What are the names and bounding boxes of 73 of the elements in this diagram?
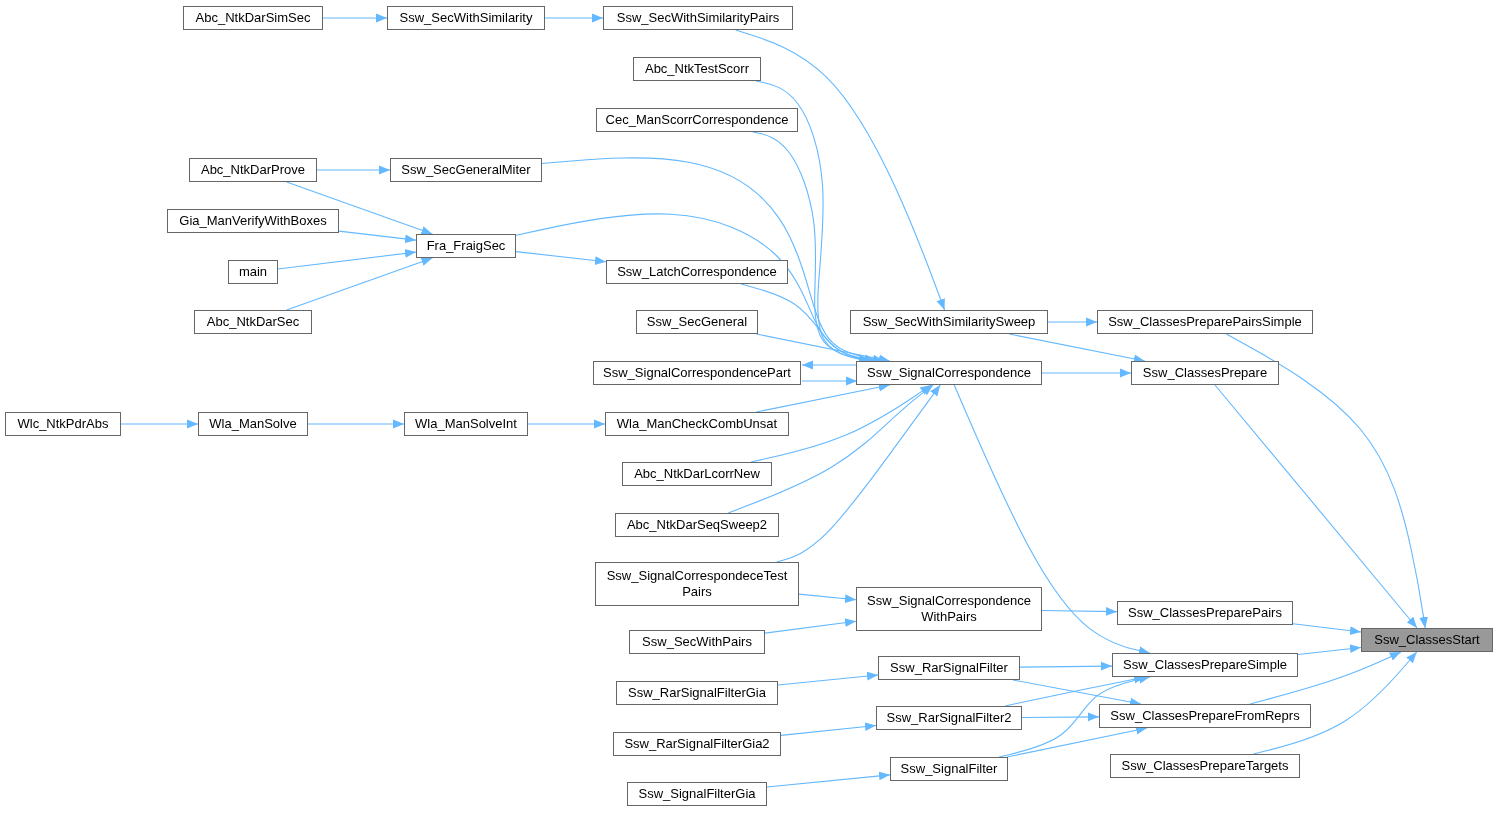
- function-box: Ssw_RarSignalFilterGia2: [613, 732, 781, 756]
- function-box: main: [228, 260, 278, 284]
- function-box: Ssw_SecGeneralMiter: [390, 158, 542, 182]
- function-box: Ssw_SignalCorrespondencePart: [593, 361, 801, 385]
- function-box: Abc_NtkDarProve: [189, 158, 317, 182]
- function-box: Ssw_RarSignalFilter2: [876, 706, 1022, 730]
- arrow: [1225, 333, 1428, 629]
- function-box: Abc_NtkDarLcorrNew: [622, 462, 772, 486]
- function-box: Ssw_SignalCorrespondence WithPairs: [856, 587, 1042, 631]
- function-box: Fra_FraigSec: [416, 234, 516, 258]
- function-box: Wla_ManCheckCombUnsat: [605, 412, 789, 436]
- function-box: Ssw_SecWithSimilaritySweep: [850, 310, 1048, 334]
- function-box: Cec_ManScorrCorrespondence: [596, 108, 798, 132]
- arrow: [777, 671, 879, 686]
- arrow: [798, 593, 857, 604]
- function-box: Ssw_SecWithPairs: [629, 630, 765, 654]
- arrow: [766, 771, 891, 788]
- function-box: Ssw_ClassesPreparePairsSimple: [1097, 310, 1313, 334]
- function-box: Ssw_SignalFilter: [890, 757, 1008, 781]
- highlighted-function-box: Ssw_ClassesStart: [1361, 628, 1493, 652]
- function-box: Ssw_SecWithSimilarity: [387, 6, 545, 30]
- arrow: [776, 384, 941, 563]
- arrow: [735, 29, 946, 311]
- arrow: [1041, 368, 1132, 378]
- arrow: [998, 675, 1151, 758]
- arrow: [953, 384, 1151, 655]
- arrow: [780, 722, 877, 736]
- arrow: [307, 419, 405, 429]
- arrow: [727, 384, 934, 514]
- function-box: Ssw_SecGeneral: [636, 310, 758, 334]
- function-box: Abc_NtkTestScorr: [633, 57, 761, 81]
- function-box: Ssw_ClassesPrepareFromReprs: [1099, 704, 1311, 728]
- arrow: [801, 360, 858, 370]
- arrow: [1249, 651, 1402, 705]
- arrow: [515, 251, 607, 265]
- function-box: Abc_NtkDarSeqSweep2: [615, 513, 779, 537]
- arrow: [322, 13, 388, 23]
- function-box: Ssw_SignalCorrespondeceTest Pairs: [595, 562, 799, 606]
- function-box: Ssw_ClassesPrepareSimple: [1112, 653, 1298, 677]
- function-box: Wla_ManSolve: [198, 412, 308, 436]
- arrow: [1297, 644, 1362, 656]
- function-box: Gia_ManVerifyWithBoxes: [167, 209, 339, 233]
- function-box: Ssw_ClassesPrepare: [1131, 361, 1279, 385]
- function-box: Ssw_LatchCorrespondence: [606, 260, 788, 284]
- arrow: [764, 618, 857, 634]
- arrow: [1252, 651, 1418, 755]
- function-box: Wla_ManSolveInt: [404, 412, 528, 436]
- function-box: Abc_NtkDarSimSec: [183, 6, 323, 30]
- arrow: [120, 419, 199, 429]
- arrow: [316, 165, 391, 175]
- arrow: [750, 384, 932, 463]
- arrow: [1047, 317, 1098, 327]
- arrow: [1041, 607, 1118, 616]
- arrow: [527, 419, 606, 429]
- arrow: [1021, 712, 1100, 722]
- function-box: Ssw_SignalCorrespondence: [856, 361, 1042, 385]
- arrow: [544, 13, 604, 23]
- function-box: Ssw_ClassesPreparePairs: [1117, 601, 1293, 625]
- function-box: Ssw_ClassesPrepareTargets: [1110, 754, 1300, 778]
- arrow: [1019, 661, 1113, 671]
- function-box: Ssw_RarSignalFilter: [878, 656, 1020, 680]
- function-box: Wlc_NtkPdrAbs: [5, 412, 121, 436]
- function-box: Ssw_SignalFilterGia: [627, 782, 767, 806]
- function-box: Ssw_SecWithSimilarityPairs: [603, 6, 793, 30]
- arrow: [286, 257, 433, 311]
- function-box: Ssw_RarSignalFilterGia: [616, 681, 778, 705]
- arrow: [277, 249, 417, 270]
- arrow: [1292, 623, 1362, 635]
- arrow: [286, 181, 433, 235]
- arrow: [801, 376, 858, 386]
- arrow: [338, 230, 417, 244]
- function-box: Abc_NtkDarSec: [194, 310, 312, 334]
- arrow: [1214, 384, 1418, 629]
